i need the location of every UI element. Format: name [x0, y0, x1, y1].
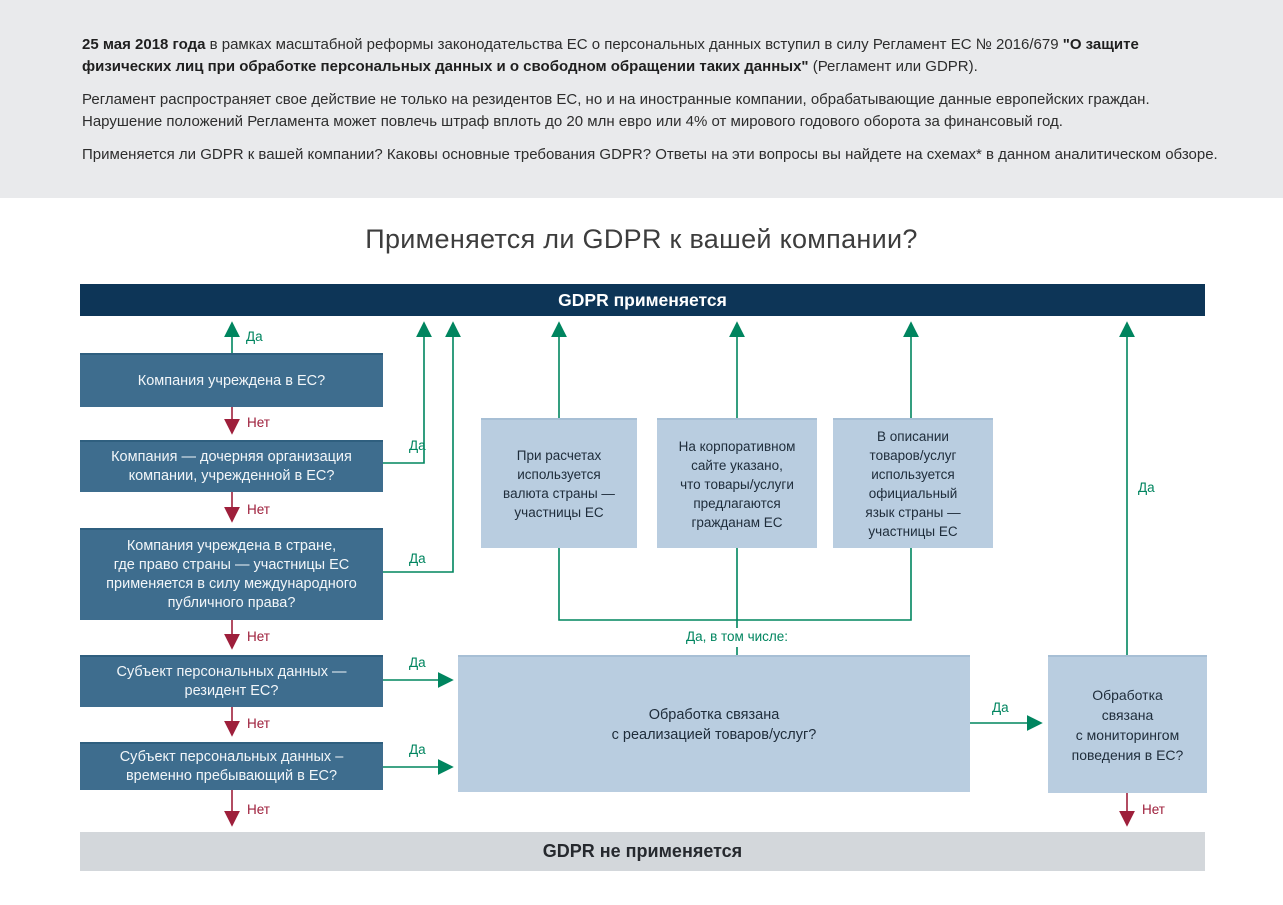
question-box-international-law: Компания учреждена в стране, где право с… [80, 528, 383, 620]
intro-p1-text-2: (Регламент или GDPR). [808, 58, 978, 75]
edge-label-yes-4: Да [409, 655, 426, 670]
edge-label-yes-to-monitoring: Да [992, 700, 1009, 715]
question-box-established-in-eu: Компания учреждена в ЕС? [80, 353, 383, 407]
edge-label-yes-2: Да [409, 438, 426, 453]
edge-label-no-3: Нет [247, 629, 270, 644]
question-box-monitoring: Обработка связана с мониторингом поведен… [1048, 655, 1207, 793]
criteria-box-website: На корпоративном сайте указано, что това… [657, 418, 817, 548]
edge-label-no-monitoring: Нет [1142, 802, 1165, 817]
question-box-processing-sales: Обработка связана с реализацией товаров/… [458, 655, 970, 792]
gdpr-not-applies-bar: GDPR не применяется [80, 832, 1205, 871]
intro-p1-text-1: в рамках масштабной реформы законодатель… [205, 36, 1063, 53]
intro-paragraph-1: 25 мая 2018 года в рамках масштабной реф… [82, 34, 1222, 78]
intro-p1-bold-regulation: "О защите физических лиц при обработке п… [82, 36, 1139, 75]
question-box-subsidiary: Компания — дочерняя организация компании… [80, 440, 383, 492]
edge-label-no-5: Нет [247, 802, 270, 817]
diagram-title: Применяется ли GDPR к вашей компании? [365, 224, 918, 254]
edge-label-yes-5: Да [409, 742, 426, 757]
edge-label-yes-1: Да [246, 329, 263, 344]
edge-label-yes-monitoring-up: Да [1138, 480, 1155, 495]
intro-paragraph-2: Регламент распространяет свое действие н… [82, 91, 1150, 130]
criteria-box-language: В описании товаров/услуг используется оф… [833, 418, 993, 548]
edge-label-no-1: Нет [247, 415, 270, 430]
edge-label-yes-3: Да [409, 551, 426, 566]
question-box-temporary-stay: Субъект персональных данных – временно п… [80, 742, 383, 790]
intro-p1-bold-date: 25 мая 2018 года [82, 36, 206, 53]
edge-label-no-2: Нет [247, 502, 270, 517]
gdpr-applies-bar: GDPR применяется [80, 284, 1205, 316]
edge-label-no-4: Нет [247, 716, 270, 731]
intro-band [0, 0, 1283, 198]
intro-paragraph-3: Применяется ли GDPR к вашей компании? Ка… [82, 146, 1218, 163]
edge-label-yes-including: Да, в том числе: [680, 630, 794, 644]
criteria-box-currency: При расчетах используется валюта страны … [481, 418, 637, 548]
intro-text: 25 мая 2018 года в рамках масштабной реф… [82, 34, 1222, 177]
question-box-resident: Субъект персональных данных — резидент Е… [80, 655, 383, 707]
